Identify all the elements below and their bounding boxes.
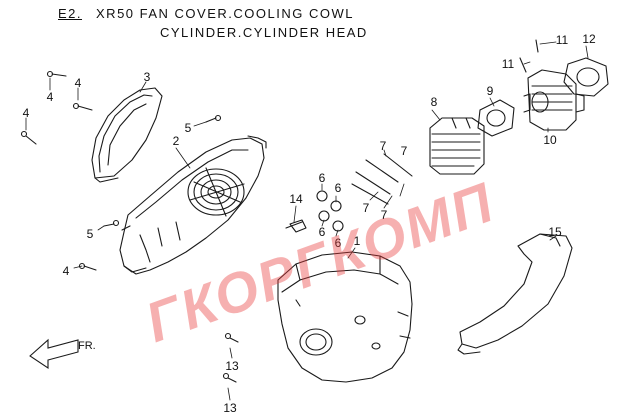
callout-15: 15 bbox=[548, 225, 562, 239]
callout-12: 12 bbox=[582, 32, 596, 46]
cylinder bbox=[523, 69, 585, 131]
callout-1: 1 bbox=[353, 234, 361, 248]
spark-plug bbox=[285, 219, 307, 233]
stud-bolt bbox=[355, 171, 391, 195]
nut bbox=[332, 220, 344, 232]
screw bbox=[77, 105, 93, 111]
callout-5: 5 bbox=[86, 227, 94, 241]
cylinder-base-gasket bbox=[563, 57, 609, 97]
screw bbox=[103, 223, 115, 227]
front-direction-label: FR. bbox=[78, 340, 96, 352]
callout-4: 4 bbox=[22, 106, 30, 120]
callout-6: 6 bbox=[318, 225, 326, 239]
cylinder-head bbox=[429, 117, 485, 175]
callout-10: 10 bbox=[543, 133, 557, 147]
nut bbox=[318, 210, 330, 222]
nut bbox=[330, 200, 342, 212]
callout-8: 8 bbox=[430, 95, 438, 109]
callout-4: 4 bbox=[46, 90, 54, 104]
fan-cover-housing bbox=[119, 135, 267, 275]
front-direction-arrow bbox=[29, 338, 79, 370]
callout-2: 2 bbox=[172, 134, 180, 148]
bolt bbox=[229, 337, 239, 343]
callout-7: 7 bbox=[362, 201, 370, 215]
callout-6: 6 bbox=[318, 171, 326, 185]
screw bbox=[51, 73, 67, 77]
callout-4: 4 bbox=[62, 264, 70, 278]
cylinder-head-gasket bbox=[477, 99, 515, 137]
stud-bolt bbox=[351, 183, 389, 205]
screw bbox=[83, 265, 97, 271]
cooling-duct bbox=[457, 233, 573, 355]
callout-7: 7 bbox=[400, 144, 408, 158]
callout-3: 3 bbox=[143, 70, 151, 84]
callout-7: 7 bbox=[380, 208, 388, 222]
title-line-2: CYLINDER.CYLINDER HEAD bbox=[160, 25, 368, 40]
callout-5: 5 bbox=[184, 121, 192, 135]
callout-6: 6 bbox=[334, 236, 342, 250]
section-code: E2. bbox=[58, 6, 83, 21]
title-line-1: XR50 FAN COVER.COOLING COWL bbox=[96, 6, 354, 21]
dowel-pin bbox=[519, 57, 527, 73]
stud-bolt bbox=[365, 159, 399, 183]
dowel-pin bbox=[535, 39, 539, 53]
stud-bolt bbox=[383, 153, 413, 177]
callout-11: 11 bbox=[501, 57, 515, 71]
callout-14: 14 bbox=[289, 192, 303, 206]
callout-13: 13 bbox=[225, 359, 239, 373]
callout-11: 11 bbox=[555, 33, 569, 47]
bolt bbox=[227, 377, 237, 383]
diagram-title: E2. XR50 FAN COVER.COOLING COWL bbox=[58, 6, 354, 21]
nut bbox=[316, 190, 328, 202]
callout-7: 7 bbox=[379, 139, 387, 153]
callout-6: 6 bbox=[334, 181, 342, 195]
callout-9: 9 bbox=[486, 84, 494, 98]
cooling-cowl bbox=[277, 251, 413, 383]
callout-13: 13 bbox=[223, 401, 237, 415]
screw bbox=[25, 135, 37, 145]
screw bbox=[205, 117, 217, 123]
callout-4: 4 bbox=[74, 76, 82, 90]
fan-cover-disc bbox=[91, 87, 163, 183]
